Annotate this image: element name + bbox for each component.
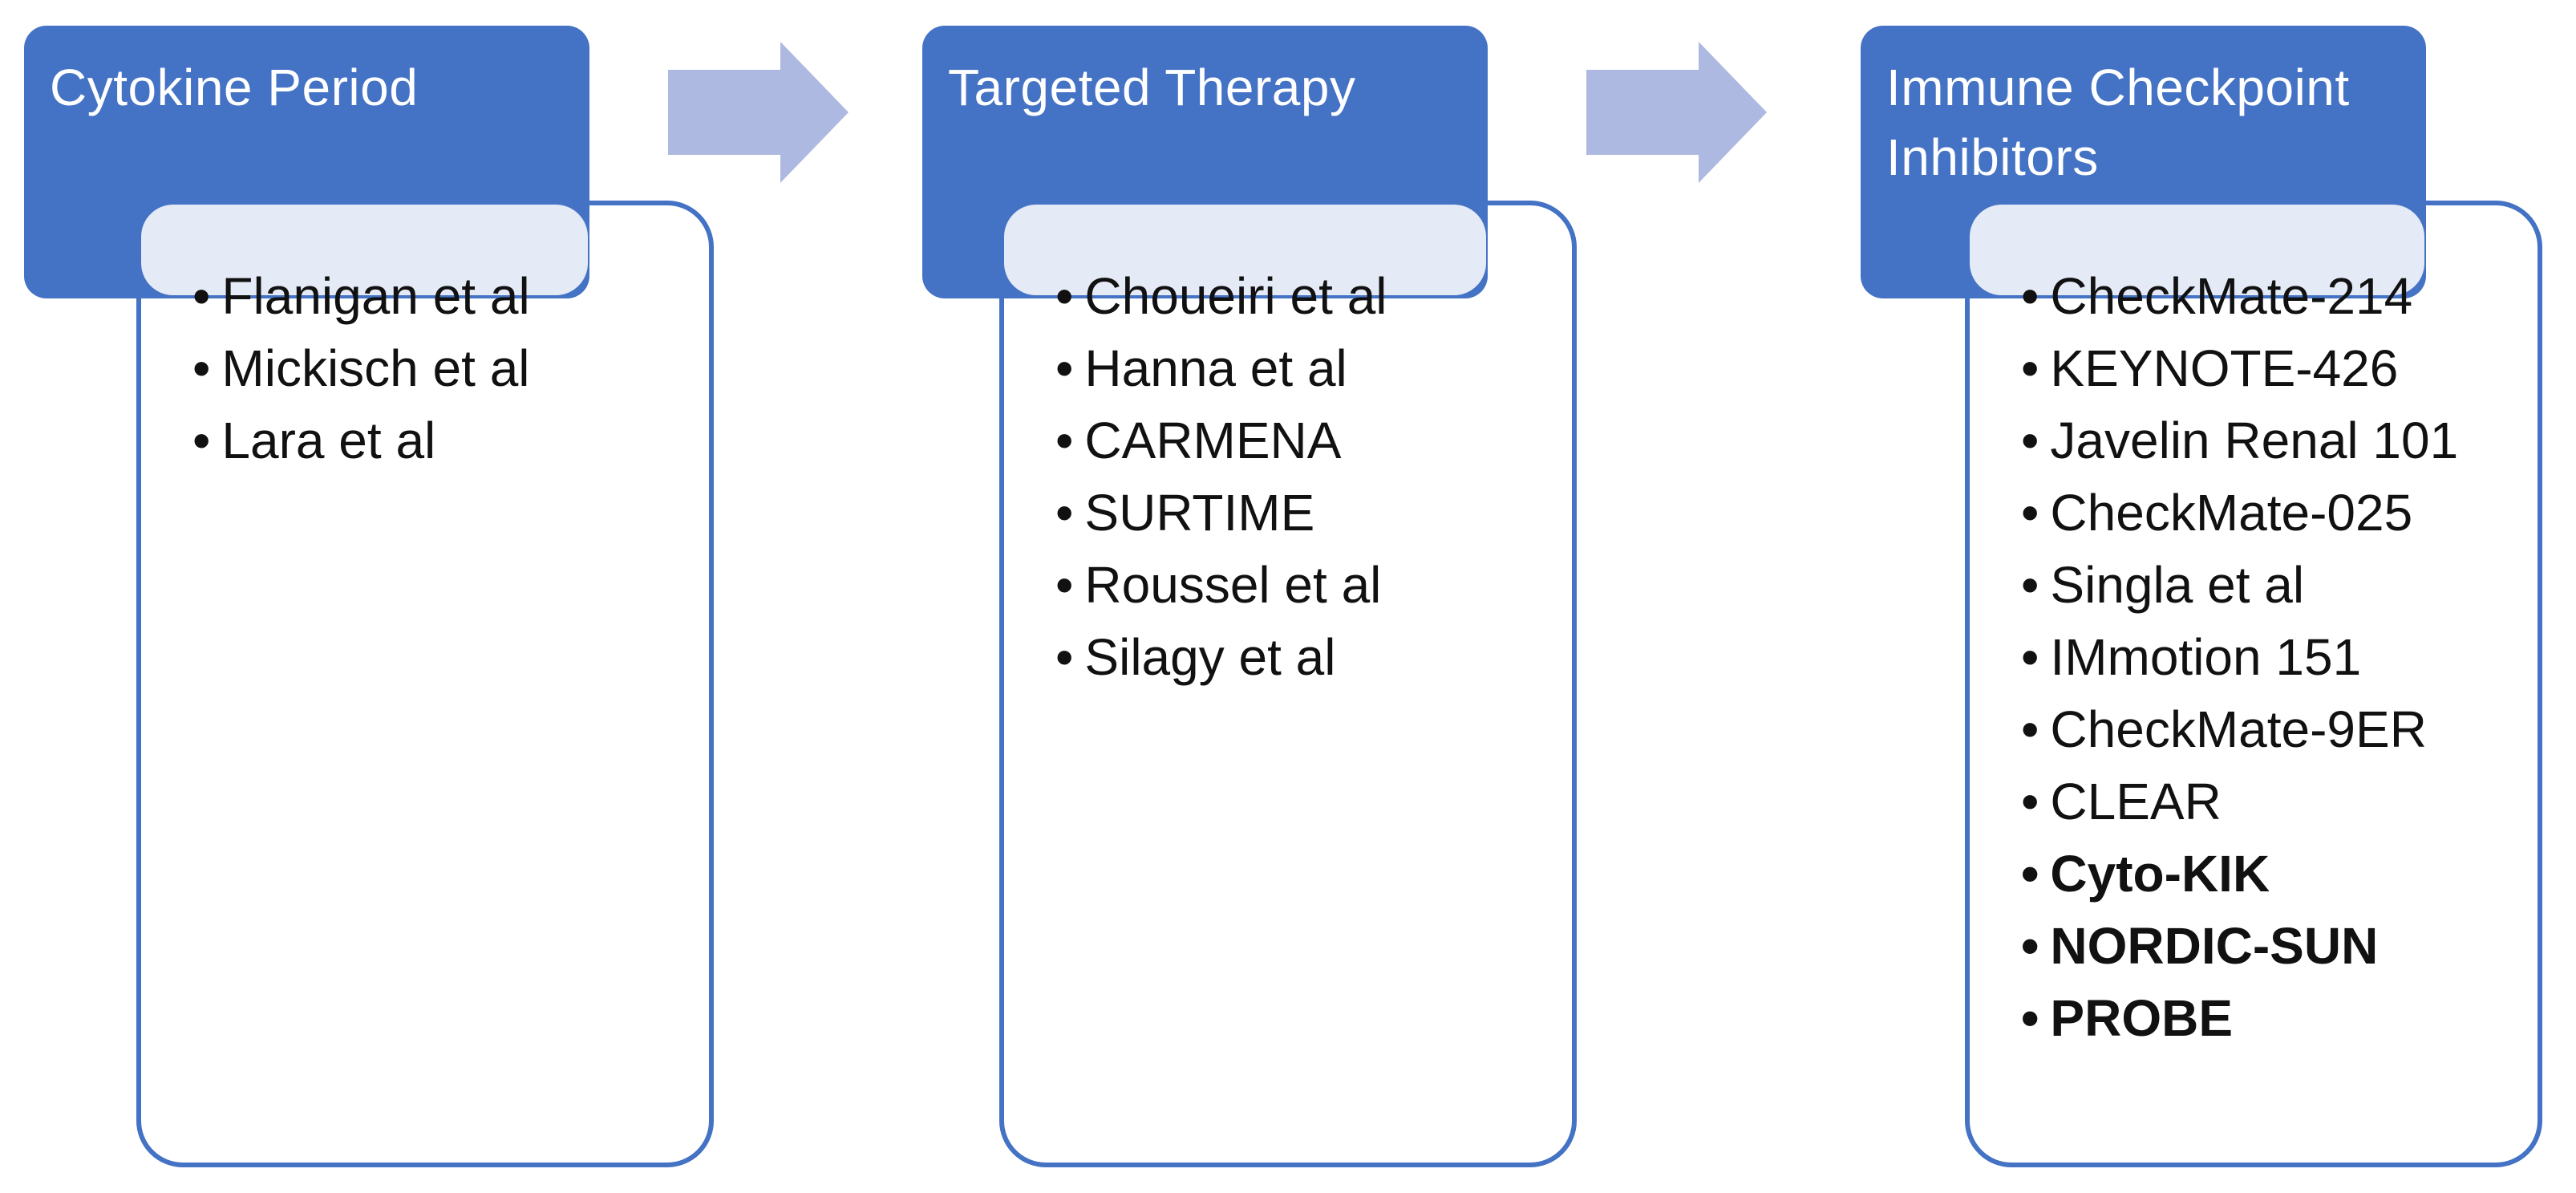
right-block-arrow-icon [668, 42, 849, 183]
study-list: CheckMate-214KEYNOTE-426Javelin Renal 10… [1965, 201, 2542, 1054]
list-item: Singla et al [2021, 549, 2518, 621]
list-item: CheckMate-9ER [2021, 693, 2518, 765]
list-item: PROBE [2021, 982, 2518, 1054]
list-item: Hanna et al [1055, 332, 1553, 404]
list-item: Roussel et al [1055, 549, 1553, 621]
stage-column-targeted-therapy: Targeted Therapy Choueiri et alHanna et … [922, 26, 1577, 1167]
stage-title: Targeted Therapy [948, 59, 1356, 116]
list-item: Cyto-KIK [2021, 838, 2518, 910]
list-item: CheckMate-025 [2021, 477, 2518, 549]
list-item: IMmotion 151 [2021, 621, 2518, 693]
list-item: CARMENA [1055, 404, 1553, 477]
list-item: NORDIC-SUN [2021, 910, 2518, 982]
study-list: Choueiri et alHanna et alCARMENASURTIMER… [999, 201, 1577, 693]
list-item: Lara et al [192, 404, 690, 477]
stage-column-immune-checkpoint-inhibitors: Immune Checkpoint Inhibitors CheckMate-2… [1861, 26, 2542, 1167]
list-item: CheckMate-214 [2021, 260, 2518, 332]
list-item: Mickisch et al [192, 332, 690, 404]
right-block-arrow-icon [1586, 42, 1767, 183]
list-item: KEYNOTE-426 [2021, 332, 2518, 404]
stage-title: Immune Checkpoint Inhibitors [1886, 59, 2350, 186]
study-list: Flanigan et alMickisch et alLara et al [136, 201, 714, 477]
list-item: Flanigan et al [192, 260, 690, 332]
list-item: Javelin Renal 101 [2021, 404, 2518, 477]
list-item: CLEAR [2021, 765, 2518, 838]
list-item: SURTIME [1055, 477, 1553, 549]
list-item: Choueiri et al [1055, 260, 1553, 332]
list-item: Silagy et al [1055, 621, 1553, 693]
stage-column-cytokine-period: Cytokine Period Flanigan et alMickisch e… [24, 26, 714, 1167]
stage-title: Cytokine Period [50, 59, 419, 116]
